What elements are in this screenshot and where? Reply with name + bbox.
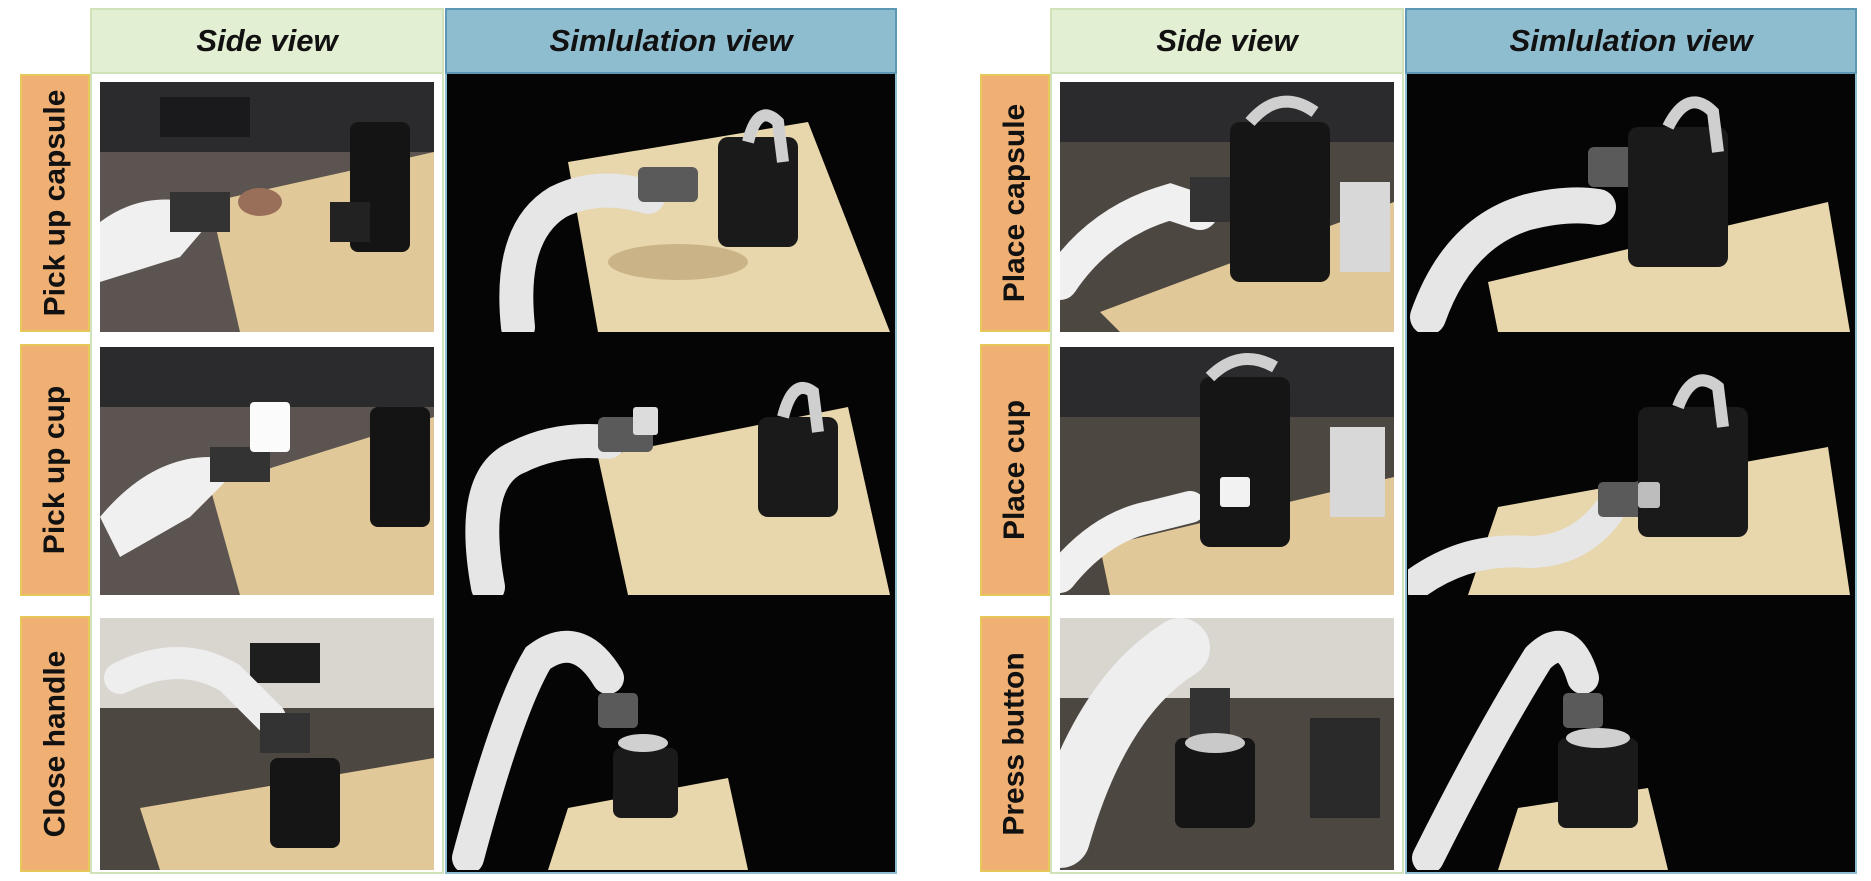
sim-render-place-capsule — [1408, 82, 1850, 332]
right-panel: Side view Simlulation view Place capsule… — [960, 0, 1860, 881]
sim-render-pick-up-capsule — [448, 82, 890, 332]
row-label-place-cup: Place cup — [980, 344, 1050, 596]
row-label-text: Place cup — [998, 399, 1032, 541]
sim-render-place-cup — [1408, 347, 1850, 595]
row-label-press-button: Press button — [980, 616, 1050, 872]
row-label-close-handle: Close handle — [20, 616, 90, 872]
row-label-text: Place capsule — [998, 103, 1031, 303]
row-label-text: Pick up capsule — [38, 89, 72, 317]
sim-render-close-handle — [448, 618, 890, 870]
side-photo-press-button — [1060, 618, 1394, 870]
side-view-header: Side view — [90, 8, 444, 74]
row-label-place-capsule: Place capsule — [980, 74, 1050, 332]
row-label-pick-up-cup: Pick up cup — [20, 344, 90, 596]
simulation-view-header: Simlulation view — [445, 8, 897, 74]
side-view-header: Side view — [1050, 8, 1404, 74]
left-panel: Side view Simlulation view Pick up capsu… — [0, 0, 900, 881]
sim-render-press-button — [1408, 618, 1850, 870]
simulation-view-header: Simlulation view — [1405, 8, 1857, 74]
side-photo-pick-up-cup — [100, 347, 434, 595]
row-label-text: Pick up cup — [38, 385, 71, 555]
side-view-column — [90, 74, 444, 874]
side-photo-place-cup — [1060, 347, 1394, 595]
side-photo-place-capsule — [1060, 82, 1394, 332]
row-label-text: Press button — [998, 652, 1032, 836]
row-label-pick-up-capsule: Pick up capsule — [20, 74, 90, 332]
sim-render-pick-up-cup — [448, 347, 890, 595]
side-photo-pick-up-capsule — [100, 82, 434, 332]
row-label-text: Close handle — [38, 650, 71, 838]
side-photo-close-handle — [100, 618, 434, 870]
side-view-column — [1050, 74, 1404, 874]
